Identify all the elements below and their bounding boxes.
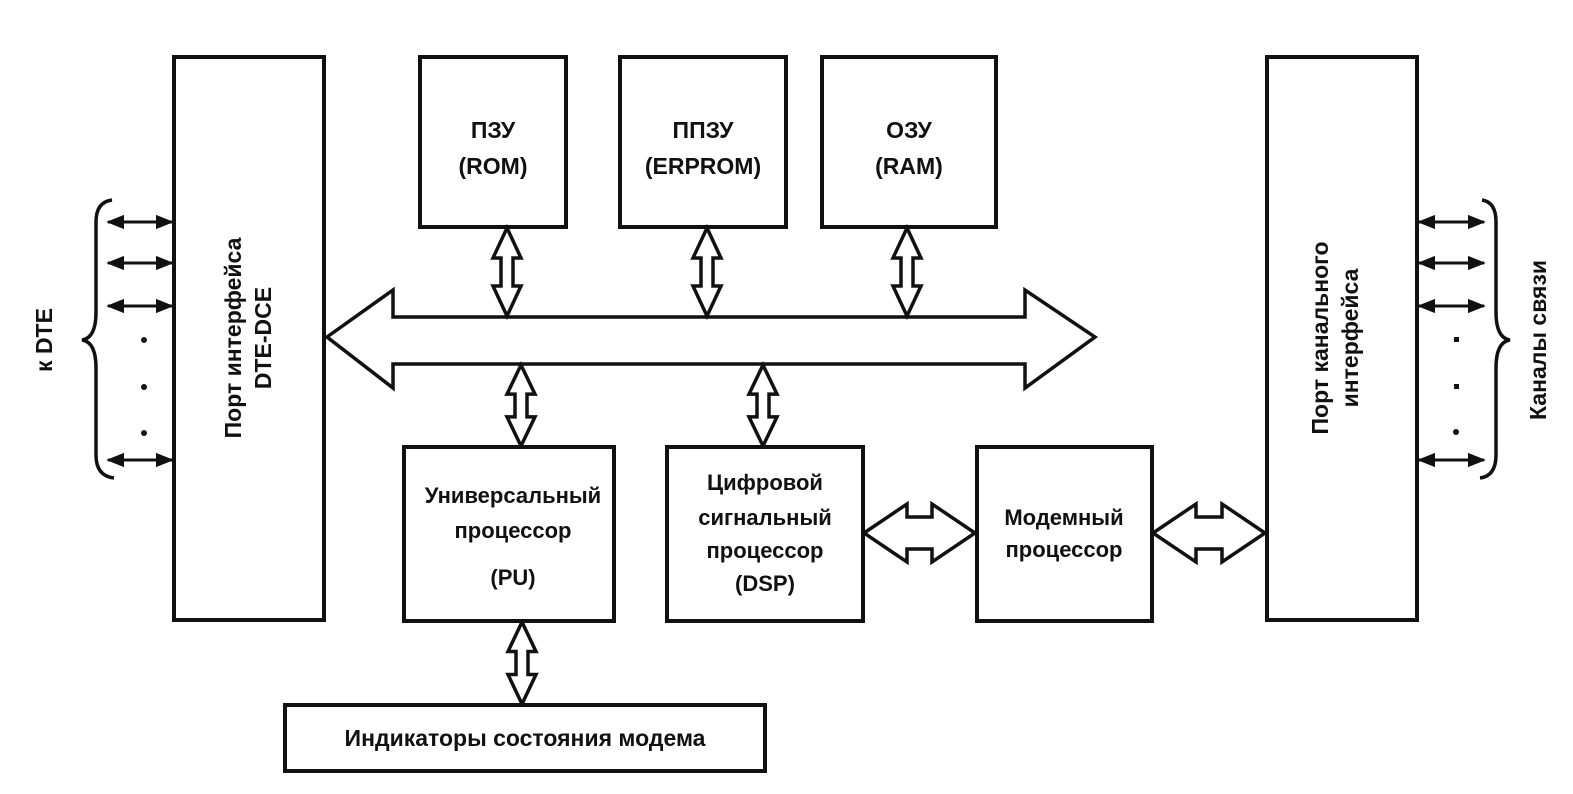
dte-ellipsis-dot [141, 430, 147, 436]
rom-block [418, 55, 568, 229]
bus-dsp-arrow [746, 360, 780, 451]
erprom-label-2: (ERPROM) [645, 153, 761, 179]
dte-brace [81, 198, 115, 480]
modem-processor-label-1: Модемный [1004, 505, 1123, 530]
erprom-block [618, 55, 788, 229]
modem-processor-label-2: процессор [1006, 537, 1123, 562]
channel-external-label: Каналы связи [1525, 260, 1551, 420]
dte-ellipsis-dot [141, 337, 147, 343]
channel-ellipsis-dot [1454, 384, 1459, 389]
dsp-block [665, 445, 865, 623]
dsp-label-1: Цифровой [707, 470, 823, 495]
dsp-label-2: сигнальный [698, 505, 832, 530]
rom-label-2: (ROM) [459, 153, 528, 179]
dte-ellipsis-dot [141, 384, 147, 390]
channel-ellipsis-dot [1454, 337, 1459, 342]
erprom-label-1: ППЗУ [673, 117, 735, 143]
modem-processor-block [975, 445, 1154, 623]
pu-label-2: процессор [455, 518, 572, 543]
channel-port-label-1: Порт канального [1307, 242, 1333, 435]
pu-indicators-arrow [505, 617, 539, 709]
ram-label-1: ОЗУ [886, 117, 932, 143]
channel-brace [1479, 198, 1511, 480]
dsp-modem-arrow [860, 500, 979, 566]
channel-ellipsis-dot [1453, 429, 1459, 435]
dte-port-label-1: Порт интерфейса [220, 237, 246, 438]
dte-lines [106, 214, 174, 468]
pu-label-3: (PU) [490, 565, 535, 590]
dte-port-label-2: DTE-DCE [250, 287, 276, 389]
rom-bus-arrow [490, 223, 524, 321]
dsp-label-3: процессор [707, 538, 824, 563]
channel-port-label-2: интерфейса [1337, 268, 1363, 407]
channel-port-block [1265, 55, 1419, 622]
pu-label-1: Универсальный [425, 483, 601, 508]
system-bus-arrow [324, 286, 1099, 392]
dte-port-block [172, 55, 326, 622]
bus-pu-arrow [504, 360, 538, 451]
indicators-label: Индикаторы состояния модема [345, 725, 706, 751]
pu-block [402, 445, 616, 623]
erprom-bus-arrow [690, 223, 724, 321]
channel-lines [1417, 214, 1486, 468]
dsp-label-4: (DSP) [735, 571, 795, 596]
modem-channel-arrow [1149, 500, 1269, 566]
ram-bus-arrow [890, 223, 924, 321]
ram-label-2: (RAM) [875, 153, 943, 179]
dte-external-label: к DTE [31, 308, 57, 372]
rom-label-1: ПЗУ [471, 117, 516, 143]
indicators-block [283, 703, 767, 773]
ram-block [820, 55, 998, 229]
